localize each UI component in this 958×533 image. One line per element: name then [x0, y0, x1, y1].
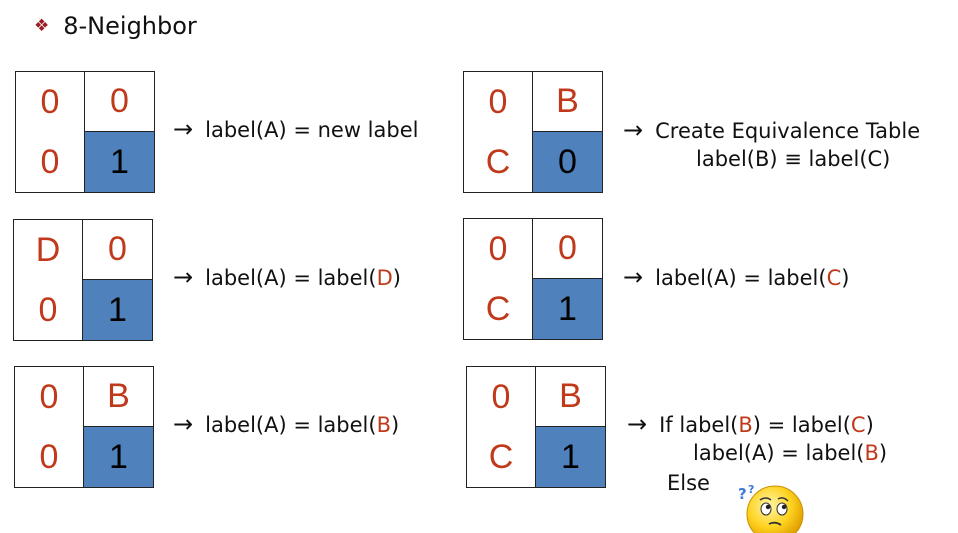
grid-cell: 0 [16, 132, 85, 192]
grid-cell: C [464, 132, 533, 192]
slide-title: ❖ 8-Neighbor [34, 10, 197, 42]
grid-cell: 0 [15, 367, 84, 427]
grid-cell-current: 1 [85, 132, 154, 192]
rule-4: → label(A) = label(C) [623, 263, 849, 293]
grid-cell: 0 [533, 219, 602, 279]
thinking-smiley-icon: ? ? [738, 483, 804, 533]
title-text: 8-Neighbor [63, 12, 197, 40]
grid-cell: B [536, 367, 605, 427]
rule-text: label(A) = label( [205, 413, 377, 437]
neighbor-grid-6: 0 B C 1 [466, 366, 606, 488]
grid-cell: 0 [14, 280, 83, 340]
grid-cell-current: 1 [84, 427, 153, 487]
rule-text: label(A) = new label [205, 118, 419, 142]
rule-var: C [850, 413, 866, 437]
rule-text-end: ) [391, 413, 400, 437]
rule-2-line2: label(B) ≡ label(C) [696, 145, 890, 174]
neighbor-grid-5: 0 B 0 1 [14, 366, 154, 488]
grid-cell-current: 0 [533, 132, 602, 192]
grid-cell: 0 [467, 367, 536, 427]
rule-text: If label( [659, 413, 739, 437]
neighbor-grid-2: 0 B C 0 [463, 71, 603, 193]
grid-cell: 0 [15, 427, 84, 487]
grid-cell-current: 1 [536, 427, 605, 487]
rule-6-line1: → If label(B) = label(C) [627, 410, 874, 440]
neighbor-grid-3: D 0 0 1 [13, 219, 153, 341]
rule-var: B [738, 413, 753, 437]
rule-text: label(A) = label( [693, 441, 865, 465]
grid-cell: C [464, 279, 533, 339]
rule-line1: Create Equivalence Table [655, 119, 921, 143]
rule-text: label(A) = label( [655, 266, 827, 290]
grid-cell-current: 1 [533, 279, 602, 339]
rule-text: ) [865, 413, 874, 437]
svg-text:?: ? [738, 485, 747, 503]
rule-text: ) = label( [752, 413, 851, 437]
diamond-bullet-icon: ❖ [34, 16, 50, 36]
rule-var: B [864, 441, 879, 465]
rule-5: → label(A) = label(B) [173, 410, 399, 440]
grid-cell: B [84, 367, 153, 427]
arrow-icon: → [173, 410, 194, 438]
neighbor-grid-1: 0 0 0 1 [15, 71, 155, 193]
arrow-icon: → [623, 116, 644, 144]
grid-cell: C [467, 427, 536, 487]
rule-text: Else [667, 471, 710, 495]
rule-var: D [376, 266, 393, 290]
grid-cell: 0 [83, 220, 152, 280]
rule-text: ) [878, 441, 888, 465]
arrow-icon: → [173, 115, 194, 143]
grid-cell: 0 [464, 72, 533, 132]
arrow-icon: → [623, 263, 644, 291]
rule-6-line2: label(A) = label(B) [693, 439, 887, 468]
rule-1: → label(A) = new label [173, 115, 418, 145]
rule-2: → Create Equivalence Table [623, 116, 920, 146]
neighbor-grid-4: 0 0 C 1 [463, 218, 603, 340]
rule-text: label(A) = label( [205, 266, 377, 290]
grid-cell-current: 1 [83, 280, 152, 340]
rule-line2: label(B) ≡ label(C) [696, 147, 891, 171]
grid-cell: 0 [464, 219, 533, 279]
rule-text-end: ) [841, 266, 850, 290]
rule-var: C [826, 266, 842, 290]
grid-cell: 0 [85, 72, 154, 132]
grid-cell: 0 [16, 72, 85, 132]
rule-3: → label(A) = label(D) [173, 263, 401, 293]
grid-cell: D [14, 220, 83, 280]
grid-cell: B [533, 72, 602, 132]
rule-text-end: ) [392, 266, 401, 290]
arrow-icon: → [173, 263, 194, 291]
rule-var: B [376, 413, 391, 437]
svg-text:?: ? [748, 483, 754, 496]
rule-6-line3: Else [667, 469, 710, 498]
arrow-icon: → [627, 410, 648, 438]
